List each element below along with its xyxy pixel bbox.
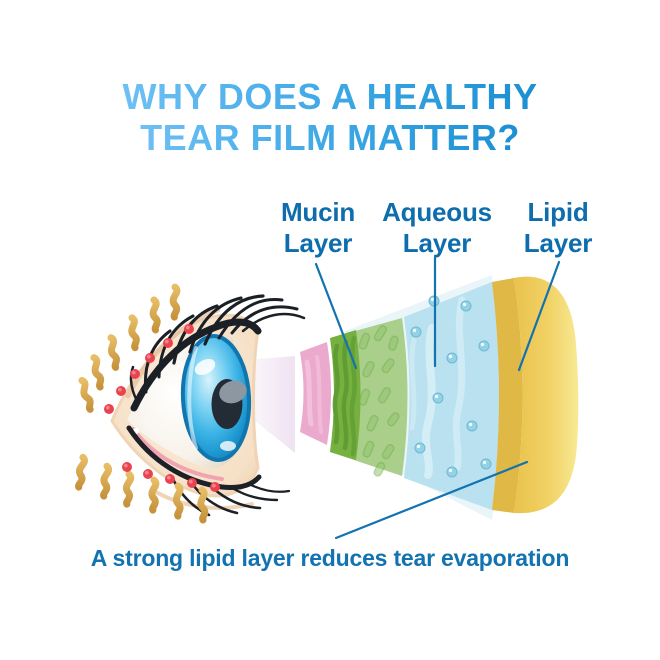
waterline [131,427,224,481]
irritation-dot-icon [122,462,132,472]
irritation-dot-icon [184,324,194,334]
evaporation-squiggle-icon [102,466,110,496]
pupil-reflection [219,380,247,404]
aqueous-layer-band [404,282,499,510]
evaporation-squiggle-icon [201,490,205,520]
evaporation-squiggle-icon [77,457,86,487]
irritation-dot-icon [145,353,155,363]
caption-leader-line [334,460,529,540]
page-title: WHY DOES A HEALTHY TEAR FILM MATTER? [0,76,660,158]
irritation-dot-icon [163,338,173,348]
evaporation-squiggle-icon [110,337,118,367]
irritation-dot-icon [104,404,114,414]
irritation-dot-icon [187,478,197,488]
irritation-dot-icon [210,482,220,492]
page-title-line2: TEAR FILM MATTER? [140,117,520,158]
mucin-texture-strands [332,335,357,457]
iris-glint-bottom [220,441,236,451]
evaporation-squiggle-icon [151,480,157,510]
page-title-line1: WHY DOES A HEALTHY [122,76,538,117]
light-beam-wedge [244,356,295,453]
aqueous-streaks [409,296,466,479]
lipid-layer-band [492,276,579,514]
cornea-band [300,342,331,445]
evaporation-squiggle-icon [93,357,102,387]
lipid-leader-line [517,260,561,372]
irritation-dot-icon [143,469,153,479]
iris-glint-top [194,358,216,376]
evaporation-squiggle-icon [131,318,137,348]
mucin-leader-line [314,262,358,370]
evaporation-squiggle-icon [125,474,132,504]
lipid-inner-strip [492,278,523,513]
evaporation-squiggle-icon [153,300,158,330]
lipid-cap [514,276,579,514]
evaporation-squiggle-icon [172,287,178,317]
label-mucin-layer: Mucin Layer [280,197,356,258]
mucin-layer-band [330,318,408,477]
evaporation-squiggle-icon [81,380,92,410]
mucin-texture-blobs [358,325,400,477]
irritation-dot-icon [130,369,140,379]
evaporation-squiggle-icon [176,486,181,516]
caption-text: A strong lipid layer reduces tear evapor… [90,545,570,571]
irritation-dot-icon [116,386,126,396]
label-aqueous-layer: Aqueous Layer [382,197,492,258]
tear-film-cone [244,275,579,520]
label-lipid-layer: Lipid Layer [523,197,593,258]
irritation-dot-icon [165,474,175,484]
iris-edge-highlight [187,346,198,450]
